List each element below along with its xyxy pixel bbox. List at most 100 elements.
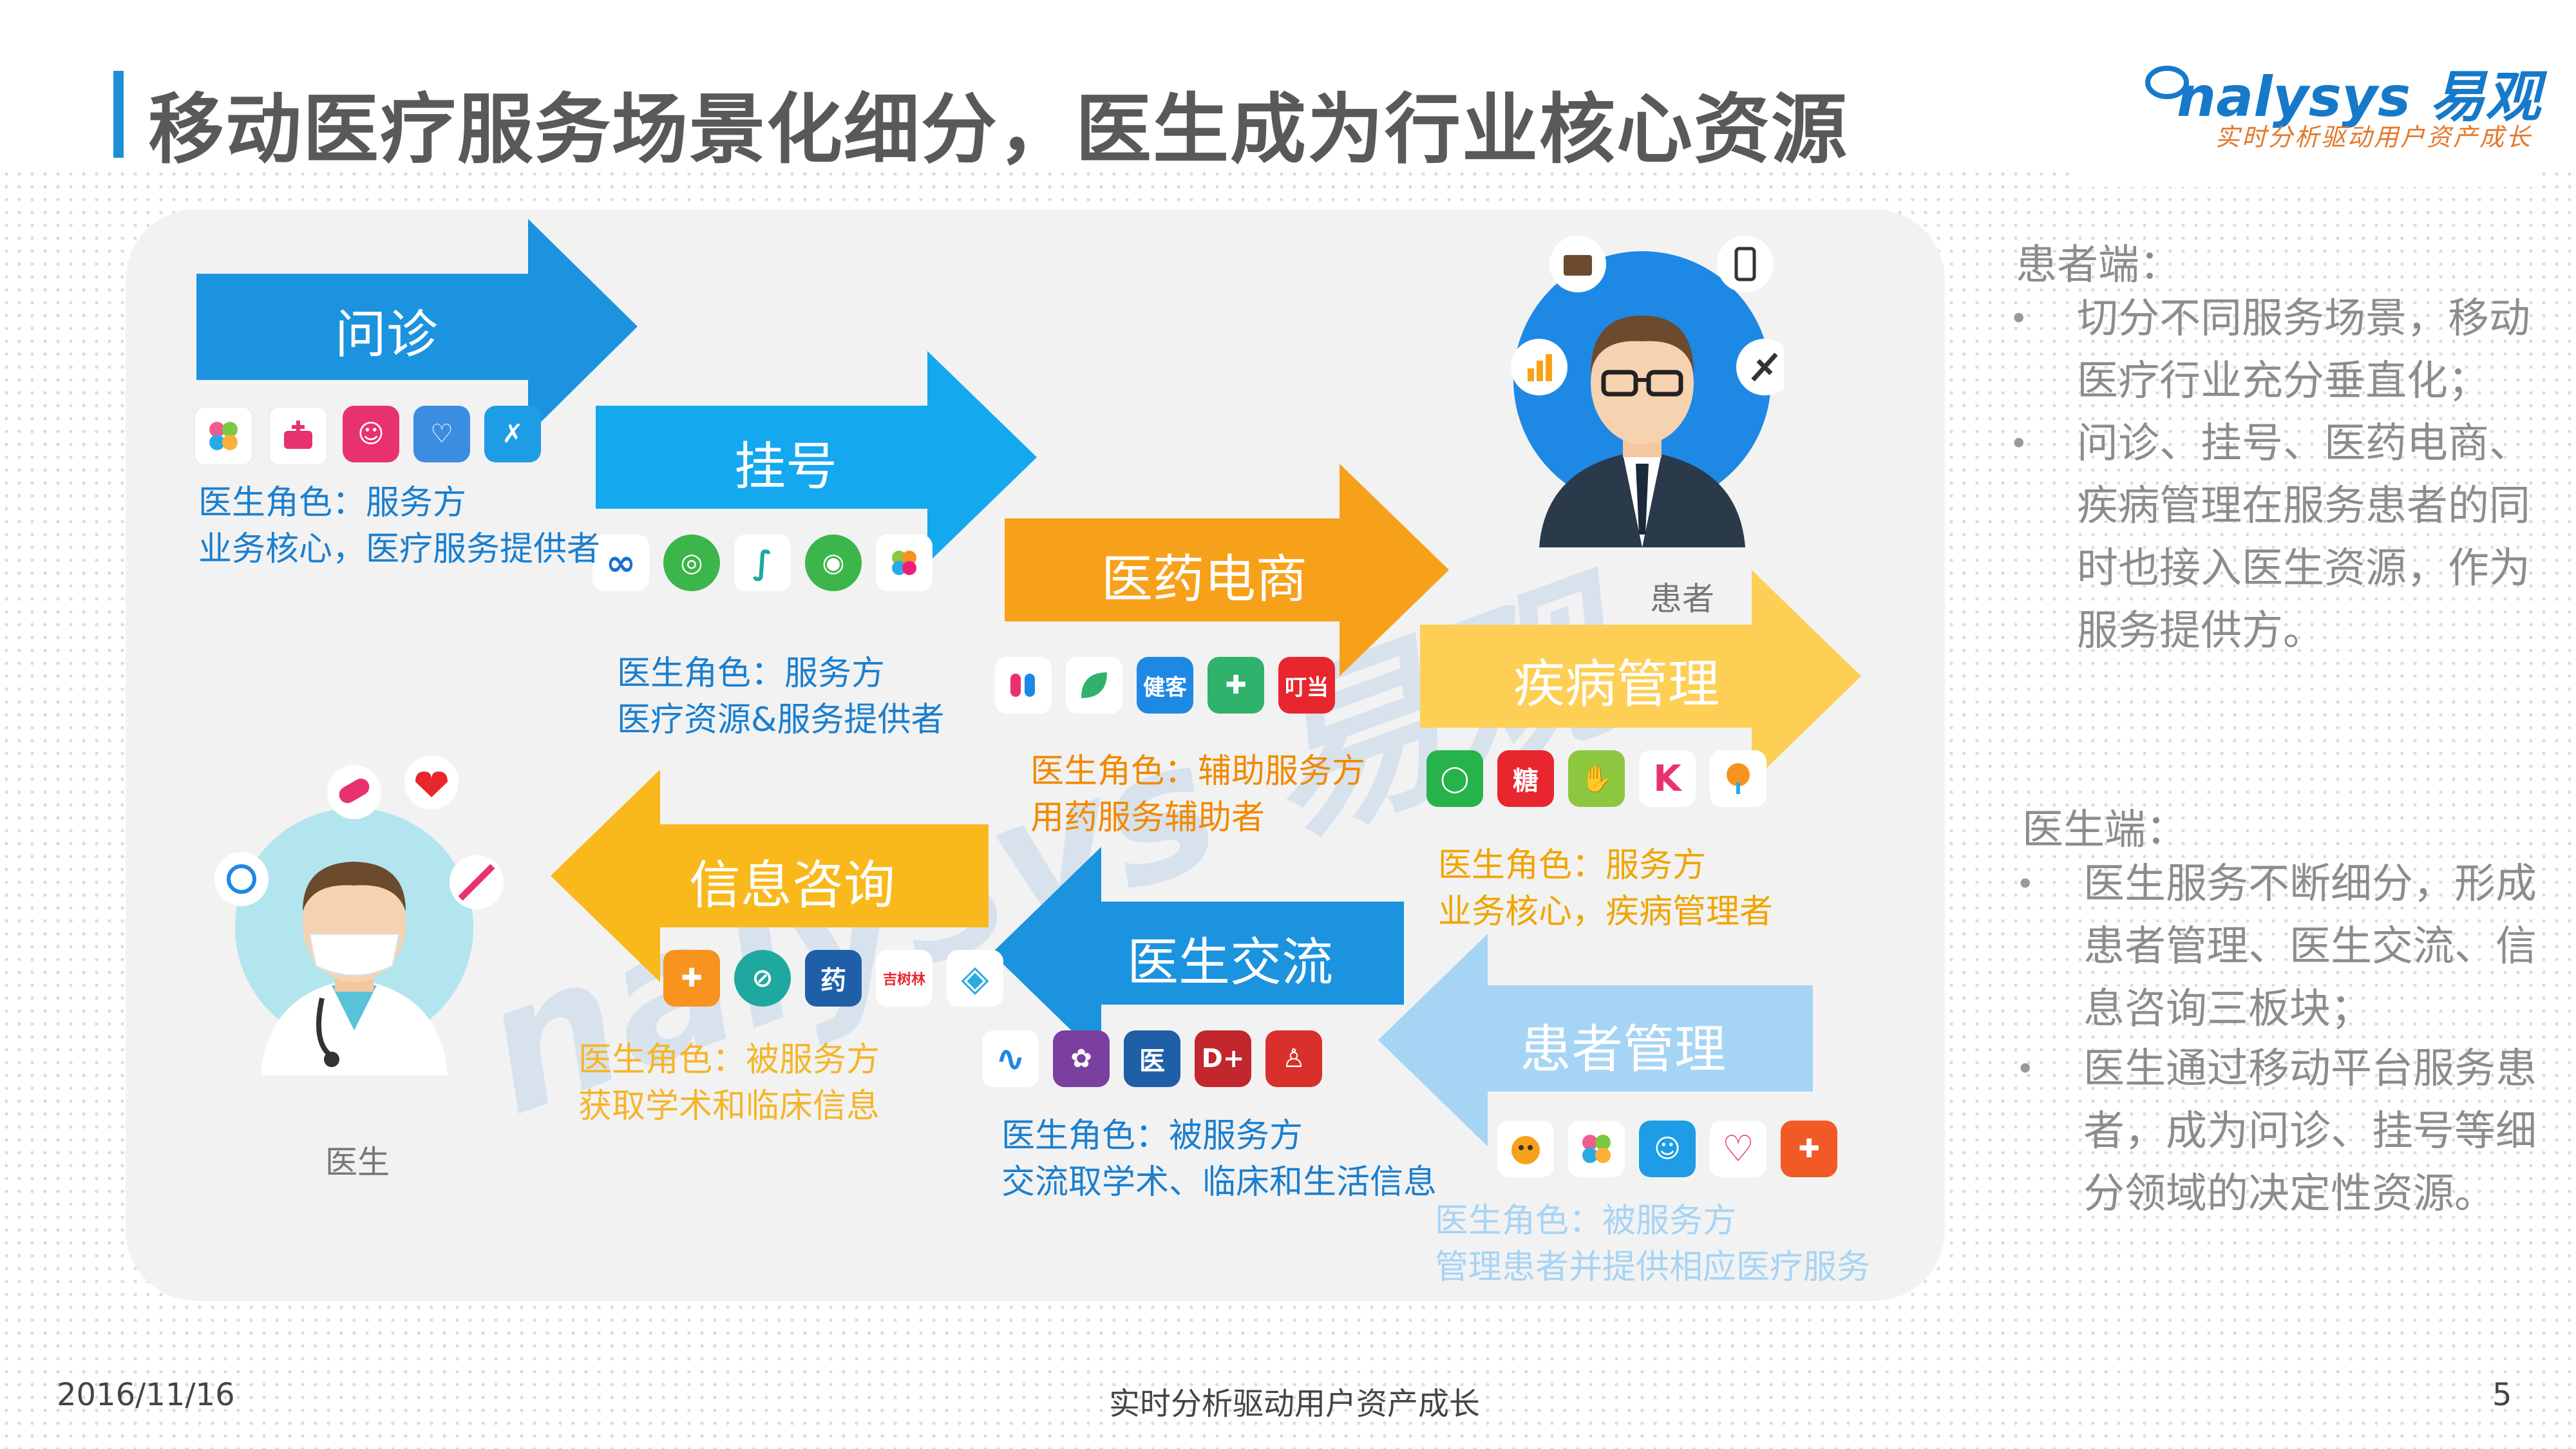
role-huanzhe-line1: 医生角色：被服务方 — [1435, 1202, 1737, 1240]
app-mascot-icon — [1497, 1121, 1554, 1177]
bar-chart-icon — [1528, 368, 1534, 381]
role-yiyao-line2: 用药服务辅助者 — [1030, 799, 1265, 837]
arrow-huanzhe — [1378, 934, 1813, 1146]
doctor-side-heading: 医生端： — [2022, 806, 2187, 854]
page-title: 移动医疗服务场景化细分，医生成为行业核心资源 — [148, 85, 1849, 174]
app-map-icon: ✚ — [1208, 657, 1264, 714]
app-row-jibing: ◯ 糖 ✋ K — [1426, 750, 1766, 807]
patient-bullet-1: • 切分不同服务场景，移动医疗行业充分垂直化； — [2009, 288, 2566, 413]
arrow-guahao-label: 挂号 — [734, 437, 837, 497]
pill-icon — [339, 779, 370, 803]
app-heart-icon: ♡ — [413, 406, 470, 462]
role-jiaoliu-line2: 交流取学术、临床和生活信息 — [1001, 1163, 1437, 1202]
patient-label: 患者 — [1650, 580, 1714, 618]
app-leaf-icon — [1066, 657, 1122, 714]
app-row-huanzhe: ☺ ♡ ✚ — [1497, 1121, 1837, 1177]
app-yi-icon: 医 — [1124, 1030, 1180, 1087]
role-wenzhen-line1: 医生角色：服务方 — [198, 484, 467, 522]
arrow-huanzhe-label: 患者管理 — [1520, 1019, 1726, 1079]
doctor-bullet-1-text: 医生服务不断细分，形成患者管理、医生交流、信息咨询三板块； — [2083, 860, 2537, 1033]
title-accent-bar — [113, 71, 124, 158]
arrow-yiyao — [1005, 464, 1449, 676]
arrow-yiyao-label: 医药电商 — [1101, 549, 1307, 609]
arrow-wenzhen-label: 问诊 — [335, 305, 438, 365]
app-infinity-icon: ∞ — [592, 535, 649, 591]
app-flower-icon — [193, 406, 254, 466]
app-tang-icon: 糖 — [1497, 750, 1554, 807]
app-ring-icon: ◯ — [1426, 750, 1483, 807]
app-chat-icon: ☺ — [343, 406, 399, 462]
logo-text: nalysys 易观 — [2177, 65, 2541, 129]
arrow-jibing — [1420, 570, 1861, 782]
role-wenzhen: 医生角色：服务方 业务核心，医疗服务提供者 — [198, 480, 600, 573]
role-wenzhen-line2: 业务核心，医疗服务提供者 — [198, 530, 601, 569]
doctor-bullet-2-text: 医生通过移动平台服务患者，成为问诊、挂号等细分领域的决定性资源。 — [2083, 1045, 2537, 1218]
role-jibing: 医生角色：服务方 业务核心，疾病管理者 — [1438, 842, 1773, 935]
role-jibing-line1: 医生角色：服务方 — [1438, 846, 1707, 885]
app-cross-icon — [876, 535, 933, 591]
app-green-circle-icon: ◎ — [663, 535, 720, 591]
arrow-jibing-label: 疾病管理 — [1513, 654, 1719, 714]
doctor-bullet-1: • 医生服务不断细分，形成患者管理、医生交流、信息咨询三板块； — [2016, 853, 2566, 1041]
patient-bullet-1-text: 切分不同服务场景，移动医疗行业充分垂直化； — [2077, 295, 2530, 405]
app-jishulin-icon: 吉树林 — [876, 950, 933, 1007]
arrow-wenzhen — [196, 219, 638, 435]
app-bubble-icon: ☺ — [1639, 1121, 1696, 1177]
role-xinxi-line1: 医生角色：被服务方 — [578, 1041, 880, 1079]
bullet-dot-icon: • — [2016, 866, 2035, 903]
role-xinxi: 医生角色：被服务方 获取学术和临床信息 — [578, 1037, 880, 1130]
footer-date: 2016/11/16 — [57, 1377, 235, 1413]
app-row-guahao: ∞ ◎ ∫ ◉ — [592, 535, 933, 591]
role-guahao: 医生角色：服务方 医疗资源&服务提供者 — [617, 650, 945, 743]
app-petals-icon — [1568, 1121, 1625, 1177]
heart-icon — [415, 772, 448, 797]
arrow-xinxi-label: 信息咨询 — [689, 855, 895, 915]
briefcase-icon — [1564, 255, 1592, 276]
app-hand-icon: ✋ — [1568, 750, 1625, 807]
role-huanzhe-line2: 管理患者并提供相应医疗服务 — [1435, 1248, 1871, 1287]
arrow-jiaoliu-label: 医生交流 — [1127, 933, 1333, 992]
app-body-icon: ♙ — [1265, 1030, 1322, 1087]
app-medkit-icon — [268, 406, 328, 466]
bullet-dot-icon: • — [2016, 1050, 2035, 1088]
app-diamond-icon: ◈ — [947, 950, 1003, 1007]
app-row-yiyao: 健客 ✚ 叮当 — [995, 657, 1335, 714]
app-jianke-icon: 健客 — [1137, 657, 1193, 714]
doctor-bullet-2: • 医生通过移动平台服务患者，成为问诊、挂号等细分领域的决定性资源。 — [2016, 1038, 2566, 1226]
arrow-guahao — [596, 351, 1037, 564]
app-stethoscope-icon: ∫ — [734, 535, 791, 591]
app-dingdang-icon: 叮当 — [1278, 657, 1335, 714]
plane-icon — [1751, 352, 1778, 382]
app-row-xinxi: ✚ ⊘ 药 吉树林 ◈ — [663, 950, 1003, 1007]
app-row-jiaoliu: ∿ ✿ 医 D+ ♙ — [982, 1030, 1322, 1087]
arrow-jiaoliu — [992, 847, 1404, 1059]
role-jiaoliu-line1: 医生角色：被服务方 — [1001, 1117, 1303, 1155]
role-xinxi-line2: 获取学术和临床信息 — [578, 1087, 880, 1126]
app-orange-cross-icon: ✚ — [663, 950, 720, 1007]
app-yao-icon: 药 — [805, 950, 862, 1007]
patient-bullet-2: • 问诊、挂号、医药电商、疾病管理在服务患者的同时也接入医生资源，作为服务提供方… — [2009, 413, 2566, 663]
page-number: 5 — [2492, 1377, 2512, 1413]
doctor-illustration — [214, 755, 504, 1075]
app-tree-icon — [1710, 750, 1766, 807]
role-yiyao-line1: 医生角色：辅助服务方 — [1030, 752, 1366, 791]
role-jiaoliu: 医生角色：被服务方 交流取学术、临床和生活信息 — [1001, 1113, 1437, 1206]
role-yiyao: 医生角色：辅助服务方 用药服务辅助者 — [1030, 748, 1365, 841]
footer-tagline: 实时分析驱动用户资产成长 — [1109, 1386, 1481, 1422]
app-green-swirl-icon: ◉ — [805, 535, 862, 591]
app-dplus-icon: D+ — [1195, 1030, 1251, 1087]
role-huanzhe: 医生角色：被服务方 管理患者并提供相应医疗服务 — [1435, 1198, 1870, 1291]
syringe-icon — [458, 864, 495, 901]
app-heart2-icon: ♡ — [1710, 1121, 1766, 1177]
phone-icon — [1734, 247, 1756, 281]
logo-tagline: 实时分析驱动用户资产成长 — [2215, 123, 2533, 151]
app-row-wenzhen: ☺ ♡ ✗ — [193, 406, 541, 466]
role-guahao-line1: 医生角色：服务方 — [617, 654, 886, 693]
app-orchid-icon: ✿ — [1053, 1030, 1110, 1087]
patient-side-heading: 患者端： — [2016, 242, 2181, 289]
bullet-dot-icon: • — [2009, 300, 2029, 337]
patient-illustration — [1511, 236, 1784, 547]
app-plus-icon: ✚ — [1781, 1121, 1837, 1177]
role-jibing-line2: 业务核心，疾病管理者 — [1438, 893, 1774, 931]
bullet-dot-icon: • — [2009, 425, 2029, 462]
